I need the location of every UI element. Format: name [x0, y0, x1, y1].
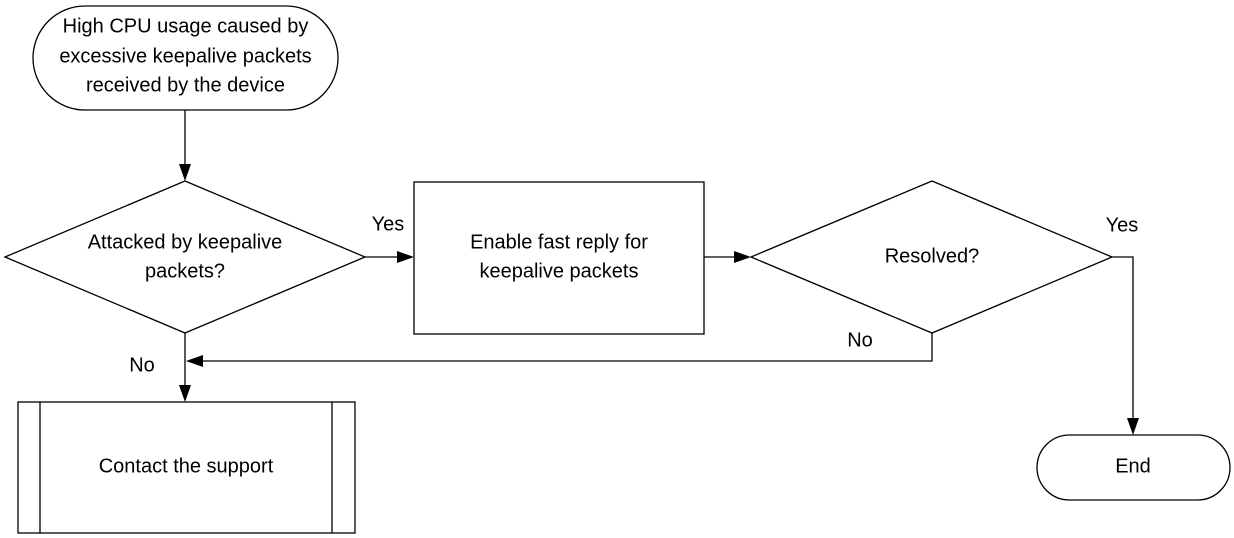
- decision-resolved-line-1: Resolved?: [885, 245, 980, 267]
- edge-start-to-attack-decision: [179, 110, 191, 181]
- edge-resolved-no-label: No: [847, 329, 873, 351]
- edge-resolved-no-arrowhead: [186, 355, 203, 367]
- edge-attack-no-arrowhead: [179, 385, 191, 402]
- support-node-shape: [17, 401, 356, 534]
- edge-attack-no-label: No: [129, 354, 155, 376]
- support-node-line-1: Contact the support: [99, 455, 274, 477]
- edge-attack-yes: Yes: [365, 213, 414, 263]
- start-node-line-2: excessive keepalive packets: [59, 45, 311, 67]
- edge-resolved-yes-label: Yes: [1106, 214, 1139, 236]
- edge-resolved-yes-line: [1112, 256, 1134, 420]
- process-fast-reply-line-2: keepalive packets: [480, 260, 639, 282]
- process-fast-reply-node: Enable fast reply for keepalive packets: [413, 181, 705, 335]
- edge-attack-yes-label: Yes: [372, 213, 405, 235]
- edge-start-arrowhead: [179, 164, 191, 181]
- start-node-line-1: High CPU usage caused by: [63, 15, 309, 37]
- edge-resolved-yes: Yes: [1106, 214, 1139, 435]
- edge-resolved-no-line: [200, 333, 933, 362]
- edge-fast-reply-to-resolved: [704, 251, 751, 263]
- edge-attack-yes-arrowhead: [397, 251, 414, 263]
- process-fast-reply-line-1: Enable fast reply for: [470, 231, 648, 253]
- end-node: End: [1036, 434, 1231, 501]
- edge-resolved-yes-arrowhead: [1127, 418, 1139, 435]
- end-node-line-1: End: [1115, 455, 1151, 477]
- decision-attack-shape: [3, 180, 367, 334]
- support-node: Contact the support: [17, 401, 356, 534]
- process-fast-reply-shape: [413, 181, 705, 335]
- end-node-shape: [1036, 434, 1231, 501]
- decision-attack-line-1: Attacked by keepalive: [88, 231, 283, 253]
- decision-attack-node: Attacked by keepalive packets?: [3, 180, 367, 334]
- edge-attack-no: No: [129, 333, 191, 402]
- decision-resolved-node: Resolved?: [749, 180, 1114, 334]
- start-node: High CPU usage caused by excessive keepa…: [32, 5, 339, 111]
- edge-fast-reply-arrowhead: [734, 251, 751, 263]
- start-node-line-3: received by the device: [86, 74, 285, 96]
- decision-attack-line-2: packets?: [145, 260, 225, 282]
- edge-resolved-no: No: [186, 329, 933, 367]
